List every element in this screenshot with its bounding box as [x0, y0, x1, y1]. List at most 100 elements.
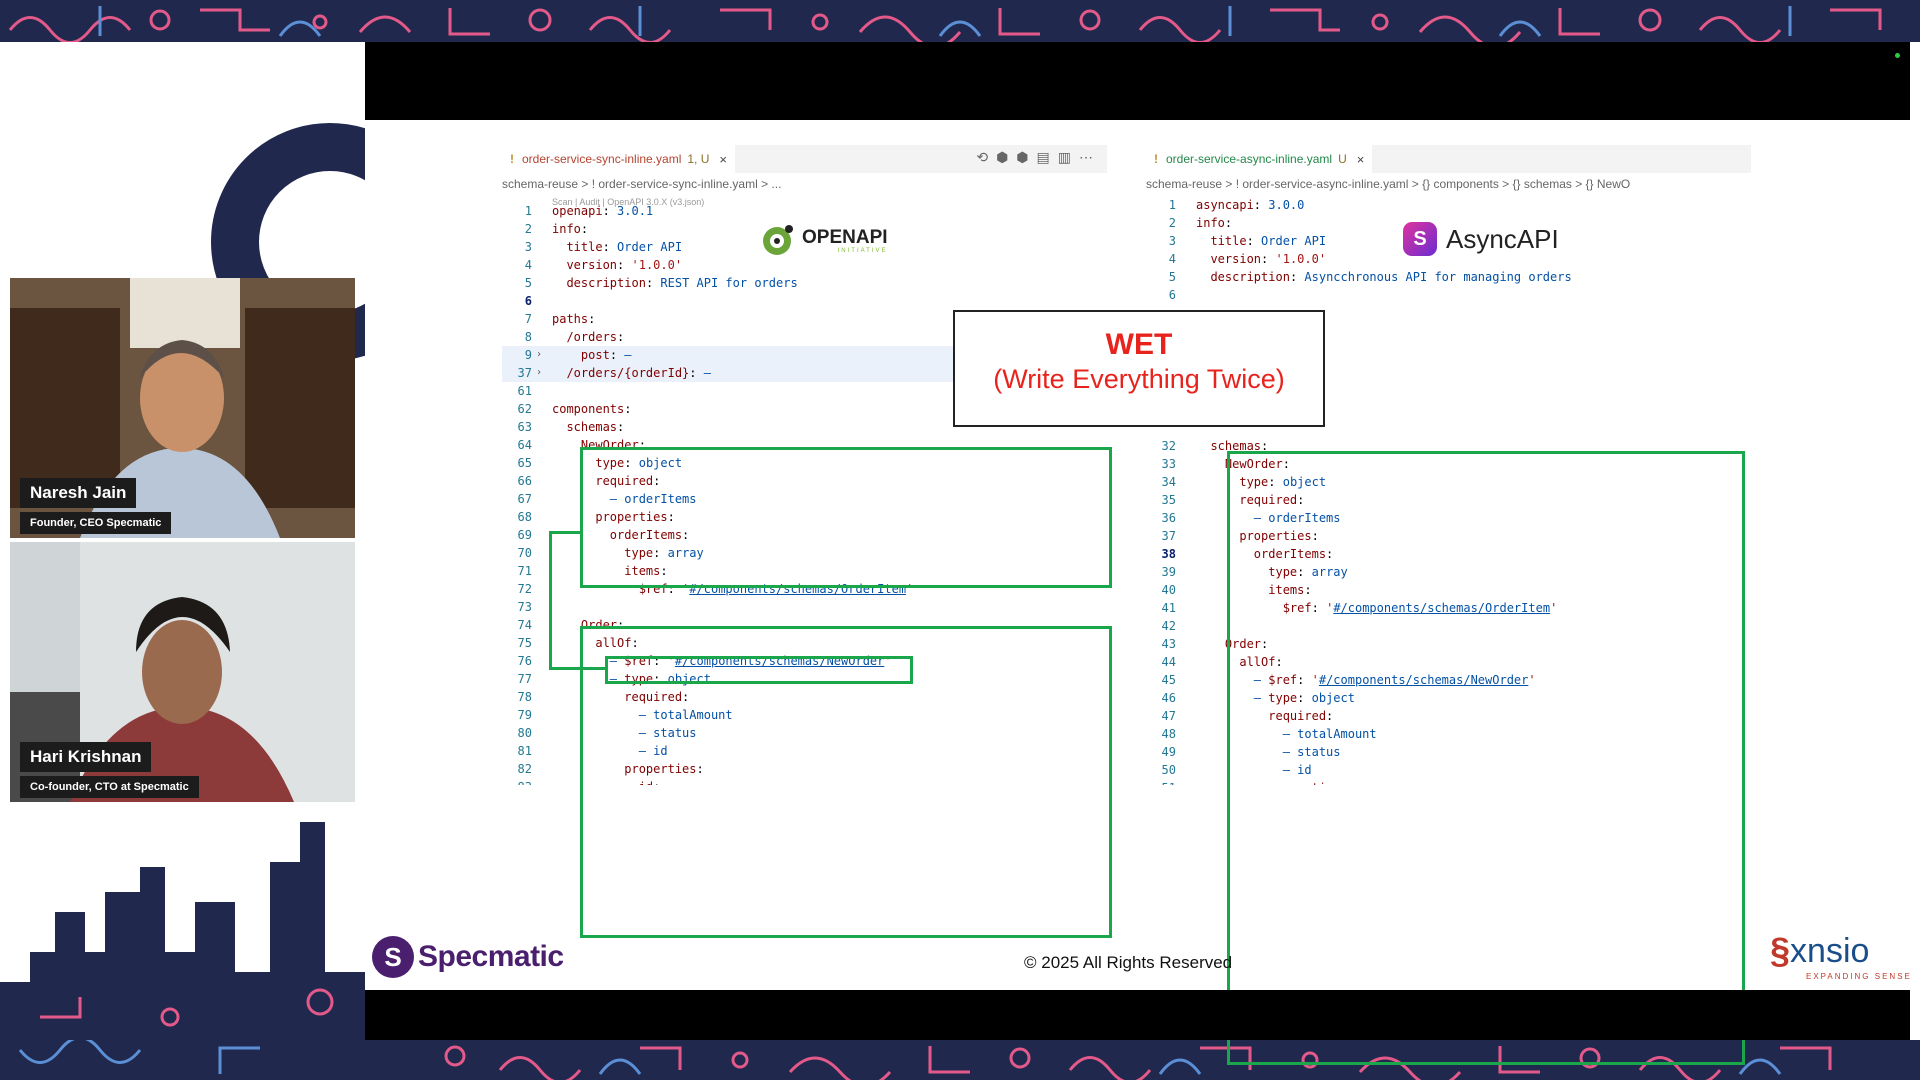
breadcrumb[interactable]: schema-reuse > ! order-service-sync-inli… — [502, 177, 782, 191]
code-line[interactable]: 48 – totalAmount — [1146, 725, 1751, 743]
code-line[interactable]: 3 title: Order API — [502, 238, 1107, 256]
openapi-logo-text: OPENAPI — [802, 226, 888, 248]
tab-order-service-sync[interactable]: ! order-service-sync-inline.yaml 1, U × — [502, 145, 735, 173]
line-number: 61 — [517, 384, 532, 398]
code-line[interactable]: 83 id: — [502, 778, 1107, 785]
compare-icon[interactable]: ⟲ — [976, 149, 997, 165]
code-line[interactable]: 35 required: — [1146, 491, 1751, 509]
code-line[interactable]: 5 description: REST API for orders — [502, 274, 1107, 292]
code-line[interactable]: 78 required: — [502, 688, 1107, 706]
openapi-logo: OPENAPI INITIATIVE — [758, 222, 888, 260]
preview-icon[interactable]: ⬢ — [996, 149, 1017, 165]
slide: ! order-service-sync-inline.yaml 1, U × … — [365, 120, 1910, 1065]
code-line[interactable]: 71 items: — [502, 562, 1107, 580]
code-line[interactable]: 40 items: — [1146, 581, 1751, 599]
code-line[interactable]: 34 type: object — [1146, 473, 1751, 491]
code-text: NewOrder: — [1224, 457, 1290, 471]
code-line[interactable]: 69 orderItems: — [502, 526, 1107, 544]
code-line[interactable]: 45 – $ref: '#/components/schemas/NewOrde… — [1146, 671, 1751, 689]
code-line[interactable]: 46 – type: object — [1146, 689, 1751, 707]
breadcrumb[interactable]: schema-reuse > ! order-service-async-inl… — [1146, 177, 1631, 191]
line-number: 9 — [524, 348, 532, 362]
code-line[interactable]: 43 Order: — [1146, 635, 1751, 653]
code-line[interactable]: 70 type: array — [502, 544, 1107, 562]
open-side-icon[interactable]: ▤ — [1036, 149, 1058, 165]
close-icon[interactable]: × — [719, 151, 727, 167]
line-number: 34 — [1161, 475, 1176, 489]
line-number: 1 — [1168, 198, 1176, 212]
code-line[interactable]: 4 version: '1.0.0' — [1146, 250, 1751, 268]
code-line[interactable]: 37 properties: — [1146, 527, 1751, 545]
code-line[interactable]: 65 type: object — [502, 454, 1107, 472]
code-line[interactable]: 41 $ref: '#/components/schemas/OrderItem… — [1146, 599, 1751, 617]
codelens[interactable]: Scan | Audit | OpenAPI 3.0.X (v3.json) — [552, 197, 705, 207]
audit-icon[interactable]: ⬢ — [1016, 149, 1037, 165]
left-tab-bar: ! order-service-sync-inline.yaml 1, U × … — [502, 145, 1107, 173]
line-number: 5 — [1168, 270, 1176, 284]
line-number: 77 — [517, 672, 532, 686]
fold-chevron-icon[interactable]: › — [536, 349, 543, 360]
code-line[interactable]: 67 – orderItems — [502, 490, 1107, 508]
code-text: – orderItems — [552, 492, 697, 506]
code-line[interactable]: 4 version: '1.0.0' — [502, 256, 1107, 274]
line-number: 1 — [524, 204, 532, 218]
code-text: – id — [552, 744, 668, 758]
code-line[interactable]: 3 title: Order API — [1146, 232, 1751, 250]
line-number: 38 — [1161, 547, 1176, 561]
code-line[interactable]: 32 schemas: — [1146, 437, 1751, 455]
code-line[interactable]: 73 — [502, 598, 1107, 616]
line-number: 43 — [1161, 637, 1176, 651]
code-line[interactable]: 47 required: — [1146, 707, 1751, 725]
code-line[interactable]: 42 — [1146, 617, 1751, 635]
code-line[interactable]: 82 properties: — [502, 760, 1107, 778]
close-icon[interactable]: × — [1356, 151, 1365, 167]
code-text: paths: — [552, 312, 596, 326]
code-line[interactable]: 6 — [1146, 286, 1751, 304]
code-line[interactable]: 36 – orderItems — [1146, 509, 1751, 527]
xnsio-logo: § xnsio EXPANDING SENSE — [1770, 930, 1910, 981]
line-number: 83 — [502, 778, 532, 785]
tab-order-service-async[interactable]: ! order-service-async-inline.yaml U × — [1146, 145, 1373, 173]
line-number: 78 — [517, 690, 532, 704]
code-line[interactable]: 80 – status — [502, 724, 1107, 742]
code-line[interactable]: 33 NewOrder: — [1146, 455, 1751, 473]
split-editor-icon[interactable]: ▥ — [1057, 149, 1079, 165]
code-line[interactable]: 51 properties: — [1146, 779, 1751, 785]
line-number: 33 — [1161, 457, 1176, 471]
code-line[interactable]: 39 type: array — [1146, 563, 1751, 581]
fold-chevron-icon[interactable]: › — [536, 367, 543, 378]
code-line[interactable]: 66 required: — [502, 472, 1107, 490]
code-line[interactable]: 44 allOf: — [1146, 653, 1751, 671]
code-line[interactable]: 6 — [502, 292, 1107, 310]
participant-name: Hari Krishnan — [20, 742, 152, 772]
left-editor-pane: ! order-service-sync-inline.yaml 1, U × … — [502, 145, 1107, 785]
line-number: 74 — [517, 618, 532, 632]
line-number: 41 — [1161, 601, 1176, 615]
copyright: © 2025 All Rights Reserved — [1024, 953, 1233, 972]
code-line[interactable]: 63 schemas: — [502, 418, 1107, 436]
code-text: required: — [624, 690, 690, 704]
line-number: 4 — [524, 258, 532, 272]
code-line[interactable]: 79 – totalAmount — [502, 706, 1107, 724]
participant-video-naresh[interactable]: Naresh Jain Founder, CEO Specmatic — [10, 278, 355, 538]
bottom-decor-pattern — [0, 1040, 1920, 1080]
participant-video-hari[interactable]: Hari Krishnan Co-founder, CTO at Specmat… — [10, 542, 355, 802]
code-line[interactable]: 38 orderItems: — [1146, 545, 1751, 563]
code-line[interactable]: 50 – id — [1146, 761, 1751, 779]
code-line[interactable]: 8 /orders: — [502, 328, 1107, 346]
code-text: type: array — [624, 546, 704, 560]
code-line[interactable]: 61 — [502, 382, 1107, 400]
code-line[interactable]: 68 properties: — [502, 508, 1107, 526]
code-text: components: — [552, 402, 632, 416]
code-line[interactable]: 49 – status — [1146, 743, 1751, 761]
more-actions-icon[interactable]: ⋯ — [1079, 149, 1101, 165]
code-line[interactable]: 75 allOf: — [502, 634, 1107, 652]
code-line[interactable]: 5 description: Asyncchronous API for man… — [1146, 268, 1751, 286]
code-line[interactable]: 81 – id — [502, 742, 1107, 760]
